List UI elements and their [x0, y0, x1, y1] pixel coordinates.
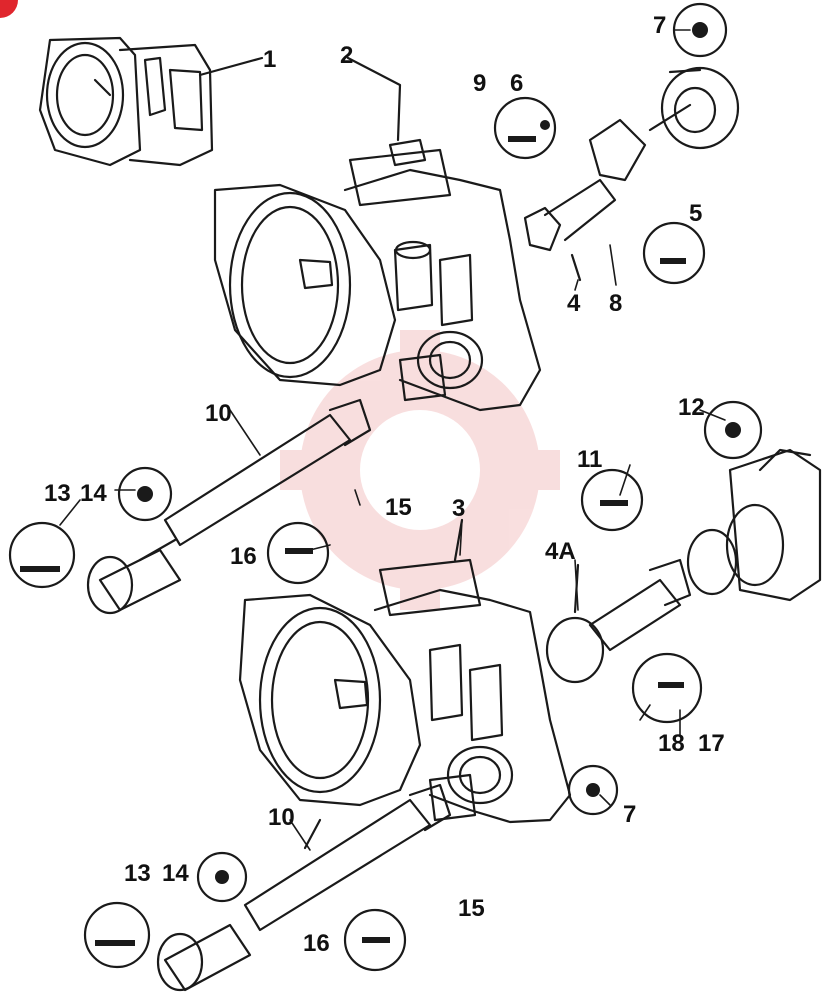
right-flange-housing — [686, 448, 822, 602]
callout-14-bottom: 14 — [162, 860, 189, 887]
callout-10-bottom: 10 — [268, 804, 295, 831]
callout-5: 5 — [689, 200, 703, 227]
callout-9: 9 — [473, 70, 487, 97]
callout-10-top: 10 — [205, 400, 232, 427]
callout-7-top: 7 — [653, 12, 667, 39]
callout-14-top: 14 — [80, 480, 107, 507]
callout-12: 12 — [678, 394, 705, 421]
callout-11: 11 — [577, 446, 603, 473]
callout-6: 6 — [510, 70, 524, 97]
part-2-transmission-upper — [213, 56, 542, 412]
callout-3: 3 — [452, 495, 466, 522]
callout-15-bottom: 15 — [458, 895, 485, 922]
callout-16-bottom: 16 — [303, 930, 330, 957]
callout-4: 4 — [567, 290, 581, 317]
callout-2: 2 — [340, 42, 354, 69]
callout-4a: 4A — [545, 538, 576, 565]
bolt-glyphs — [20, 22, 741, 946]
fastener-callout-circles — [8, 2, 763, 972]
corner-badge — [0, 0, 18, 18]
callout-15-top: 15 — [385, 494, 412, 521]
upper-rear-driveshaft-assembly — [523, 66, 740, 282]
part-4a-driveshaft-lower — [545, 558, 692, 684]
part-1-transmission-thumbnail — [38, 36, 264, 167]
callout-16-top: 16 — [230, 543, 257, 570]
part-3-transmission-lower — [238, 518, 572, 824]
callout-7-bottom: 7 — [623, 801, 637, 828]
part-10-driveshaft-upper — [86, 398, 372, 615]
callout-13-bottom: 13 — [124, 860, 151, 887]
callout-18: 18 — [658, 730, 685, 757]
callout-8: 8 — [609, 290, 623, 317]
callout-17: 17 — [698, 730, 725, 757]
part-10-driveshaft-lower — [156, 783, 452, 992]
callout-1: 1 — [263, 46, 277, 73]
callout-13-top: 13 — [44, 480, 71, 507]
